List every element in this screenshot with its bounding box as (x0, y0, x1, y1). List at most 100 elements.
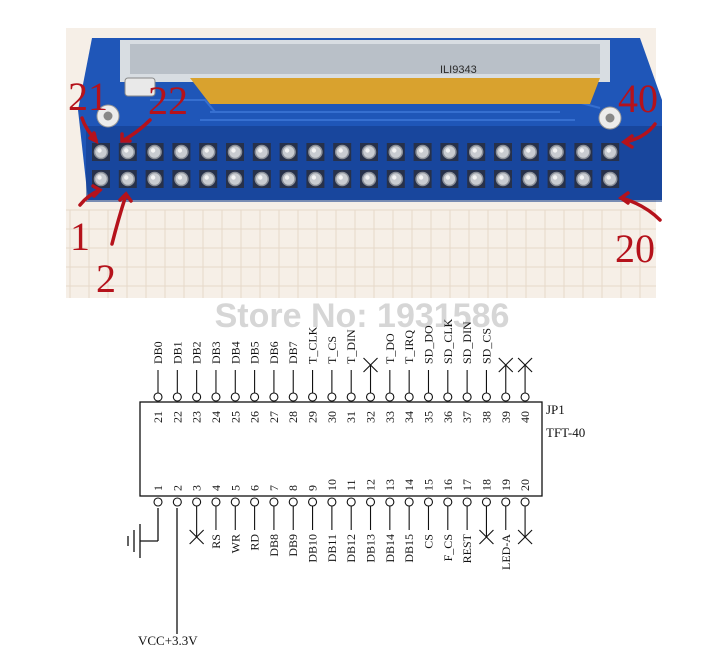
pin-27-terminal (269, 392, 279, 402)
pin-marker-20: 20 (615, 226, 655, 271)
pin-number-6: 6 (248, 485, 262, 491)
paper-grid (66, 209, 656, 298)
signal-cs: CS (421, 534, 435, 549)
pin-number-33: 33 (383, 411, 397, 423)
pin-number-32: 32 (364, 411, 378, 423)
pin-number-30: 30 (325, 411, 339, 423)
sd-connector (124, 77, 156, 97)
pin-marker-1: 1 (70, 214, 90, 259)
pin-34-terminal (404, 392, 414, 402)
signal-db13: DB13 (364, 534, 378, 563)
pin-25-terminal (230, 392, 240, 402)
pin-29-terminal (308, 392, 318, 402)
arrow-40 (623, 122, 657, 144)
pin-number-31: 31 (344, 411, 358, 423)
top-row-pins: 21DB022DB123DB224DB325DB426DB527DB628DB7… (151, 318, 533, 423)
pin-number-14: 14 (402, 479, 416, 491)
signal-db4: DB4 (228, 341, 242, 364)
pin-22-terminal (172, 392, 182, 402)
signal-db11: DB11 (325, 534, 339, 562)
pin-number-23: 23 (190, 411, 204, 423)
pin-number-39: 39 (499, 411, 513, 423)
pin-8-terminal (288, 497, 298, 507)
signal-db8: DB8 (267, 534, 281, 557)
pcb-header-zone (86, 126, 662, 202)
pin-18-terminal (481, 497, 491, 507)
pin-28-terminal (288, 392, 298, 402)
pin-marker-40: 40 (618, 76, 658, 121)
pin-12-terminal (365, 497, 376, 507)
pin-number-21: 21 (151, 411, 165, 423)
pin-number-5: 5 (228, 485, 242, 491)
pin-35-terminal (423, 392, 434, 402)
signal-sd-cs: SD_CS (479, 328, 493, 364)
signal-sd-do: SD_DO (421, 325, 435, 364)
signal-db6: DB6 (267, 341, 281, 364)
pin-number-19: 19 (499, 479, 513, 491)
pin-number-25: 25 (228, 411, 242, 423)
pin-number-10: 10 (325, 479, 339, 491)
signal-db5: DB5 (248, 341, 262, 364)
signal-db9: DB9 (286, 534, 300, 557)
signal-rs: RS (209, 534, 223, 549)
store-watermark: Store No: 1931586 (215, 297, 510, 335)
signal-sd-din: SD_DIN (460, 321, 474, 364)
pin-number-1: 1 (151, 485, 165, 491)
pin-number-40: 40 (518, 411, 532, 423)
pin-32-terminal (365, 392, 376, 402)
pin-number-2: 2 (170, 485, 184, 491)
connector-name: JP1 (546, 402, 565, 417)
pin-14-terminal (404, 497, 414, 507)
signal-db2: DB2 (190, 341, 204, 364)
pin-33-terminal (385, 392, 395, 402)
pin-marker-21: 21 (68, 74, 108, 119)
lcd-glass (130, 44, 600, 74)
board-photo: ILI9343 21 22 40 1 2 20 (66, 28, 662, 301)
pin-21-terminal (153, 392, 163, 402)
signal-led-a: LED-A (499, 534, 513, 570)
pin-20-terminal (520, 497, 530, 507)
pin-30-terminal (327, 392, 337, 402)
pin-markers: 21 22 40 1 2 20 (68, 74, 658, 301)
pin-39-terminal (501, 392, 511, 402)
signal-db12: DB12 (344, 534, 358, 563)
pin-number-28: 28 (286, 411, 300, 423)
pin-number-3: 3 (190, 485, 204, 491)
pin-6-terminal (250, 497, 260, 507)
pin-number-11: 11 (344, 479, 358, 491)
pin-37-terminal (462, 392, 472, 402)
pin-number-9: 9 (306, 485, 320, 491)
pin-2-terminal (172, 497, 182, 507)
pin-number-34: 34 (402, 411, 416, 423)
pin-number-4: 4 (209, 485, 223, 491)
pin-marker-2: 2 (96, 256, 116, 301)
connector-type: TFT-40 (546, 425, 585, 440)
pin-number-18: 18 (479, 479, 493, 491)
pin-number-37: 37 (460, 411, 474, 423)
pin-40-terminal (520, 392, 530, 402)
pin-number-27: 27 (267, 411, 281, 423)
pin-number-7: 7 (267, 485, 281, 491)
pin-number-8: 8 (286, 485, 300, 491)
pin-17-terminal (462, 497, 472, 507)
pin-number-17: 17 (460, 479, 474, 491)
pin-number-24: 24 (209, 411, 223, 423)
arrow-2 (110, 193, 128, 246)
ribbon-cable (190, 78, 600, 104)
pin-number-38: 38 (479, 411, 493, 423)
signal-sd-clk: SD_CLK (441, 318, 455, 364)
signal-db15: DB15 (402, 534, 416, 563)
pin-16-terminal (443, 497, 453, 507)
marker-arrows (78, 116, 662, 246)
pin-number-15: 15 (421, 479, 435, 491)
pin-number-13: 13 (383, 479, 397, 491)
pin-4-terminal (211, 497, 221, 507)
arrow-22 (122, 118, 152, 142)
signal-f-cs: F_CS (441, 534, 455, 561)
pin-number-29: 29 (306, 411, 320, 423)
signal-t-cs: T_CS (325, 336, 339, 364)
pin-number-16: 16 (441, 479, 455, 491)
vcc-label: VCC+3.3V (138, 633, 198, 648)
